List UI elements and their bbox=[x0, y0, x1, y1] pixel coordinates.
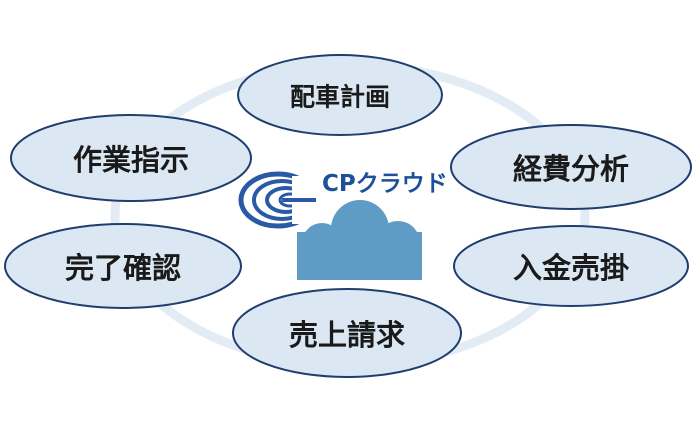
node-label: 経費分析 bbox=[513, 152, 629, 186]
brand-name: CPクラウド bbox=[322, 171, 448, 197]
cp-swirl-logo-icon bbox=[238, 171, 322, 229]
node-label: 完了確認 bbox=[65, 251, 181, 285]
node-ellipse bbox=[4, 223, 242, 309]
node-ellipse bbox=[237, 54, 443, 136]
node-dispatch-plan: 配車計画 bbox=[237, 54, 443, 136]
node-ellipse bbox=[10, 114, 252, 202]
node-ellipse bbox=[453, 225, 689, 307]
node-ellipse bbox=[450, 124, 692, 210]
node-label: 配車計画 bbox=[290, 83, 390, 112]
node-ellipse bbox=[232, 288, 462, 378]
node-label: 作業指示 bbox=[73, 143, 189, 177]
node-work-instruction: 作業指示 bbox=[10, 114, 252, 202]
node-label: 入金売掛 bbox=[513, 251, 629, 285]
node-completion-check: 完了確認 bbox=[4, 223, 242, 309]
node-expense-analysis: 経費分析 bbox=[450, 124, 692, 210]
node-payment-receivable: 入金売掛 bbox=[453, 225, 689, 307]
node-sales-billing: 売上請求 bbox=[232, 288, 462, 378]
cloud-icon bbox=[297, 200, 422, 280]
node-label: 売上請求 bbox=[289, 318, 405, 352]
